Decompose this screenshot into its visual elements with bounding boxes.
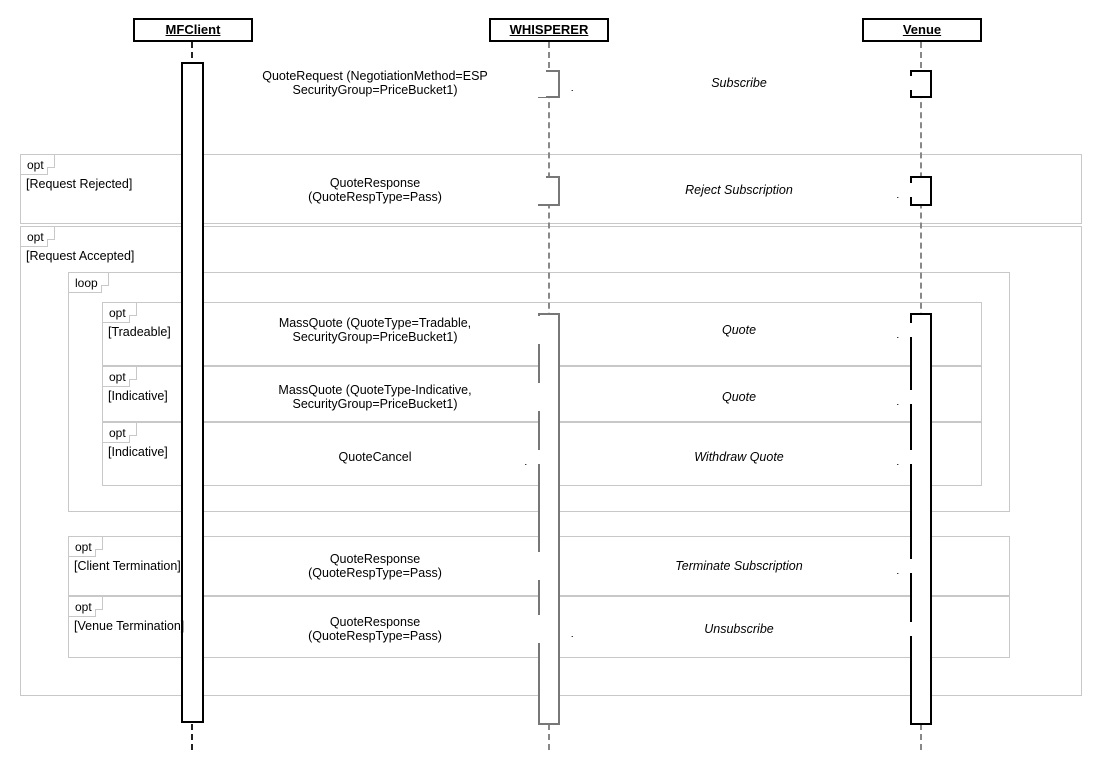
message-label-msg-subscribe: Subscribe	[560, 76, 918, 90]
message-label-msg-quotecancel: QuoteCancel	[204, 450, 546, 464]
message-label-msg-massquote-indicative: MassQuote (QuoteType-Indicative, Securit…	[204, 383, 546, 411]
fragment-guard-opt-indicative-quote: [Indicative]	[108, 389, 168, 403]
participant-label-whisperer: WHISPERER	[509, 22, 589, 37]
activation-bar-act-venue-loop	[910, 313, 932, 725]
fragment-guard-opt-venue-termination: [Venue Termination]	[74, 619, 185, 633]
participant-venue[interactable]: Venue	[862, 18, 982, 42]
activation-bar-act-mfclient-main	[181, 62, 204, 723]
fragment-operator-opt-indicative-cancel: opt	[103, 423, 137, 443]
activation-bar-act-whisperer-loop	[538, 313, 560, 725]
participant-label-venue: Venue	[902, 22, 942, 37]
fragment-operator-loop-quoting: loop	[69, 273, 109, 293]
fragment-operator-opt-indicative-quote: opt	[103, 367, 137, 387]
message-label-msg-quoterequest: QuoteRequest (NegotiationMethod=ESP Secu…	[204, 69, 546, 97]
message-label-msg-reject-subscription: Reject Subscription	[560, 183, 918, 197]
message-label-msg-quoteresponse-client-term: QuoteResponse (QuoteRespType=Pass)	[204, 552, 546, 580]
fragment-guard-opt-client-termination: [Client Termination]	[74, 559, 181, 573]
fragment-operator-opt-client-termination: opt	[69, 537, 103, 557]
message-label-msg-terminate-subscription: Terminate Subscription	[560, 559, 918, 573]
fragment-operator-opt-request-rejected: opt	[21, 155, 55, 175]
participant-mfclient[interactable]: MFClient	[133, 18, 253, 42]
message-label-msg-quoteresponse-reject: QuoteResponse (QuoteRespType=Pass)	[204, 176, 546, 204]
participant-whisperer[interactable]: WHISPERER	[489, 18, 609, 42]
fragment-opt-request-rejected	[20, 154, 1082, 224]
fragment-operator-opt-venue-termination: opt	[69, 597, 103, 617]
fragment-guard-opt-indicative-cancel: [Indicative]	[108, 445, 168, 459]
message-label-msg-unsubscribe: Unsubscribe	[560, 622, 918, 636]
message-label-msg-quoteresponse-venue-term: QuoteResponse (QuoteRespType=Pass)	[204, 615, 546, 643]
message-label-msg-withdraw-quote: Withdraw Quote	[560, 450, 918, 464]
message-label-msg-quote-indicative: Quote	[560, 390, 918, 404]
fragment-guard-opt-tradeable: [Tradeable]	[108, 325, 171, 339]
fragment-guard-opt-request-rejected: [Request Rejected]	[26, 177, 133, 191]
message-label-msg-massquote-tradable: MassQuote (QuoteType=Tradable, SecurityG…	[204, 316, 546, 344]
message-label-msg-quote-tradable: Quote	[560, 323, 918, 337]
participant-label-mfclient: MFClient	[165, 22, 221, 37]
fragment-operator-opt-tradeable: opt	[103, 303, 137, 323]
fragment-operator-opt-request-accepted: opt	[21, 227, 55, 247]
fragment-guard-opt-request-accepted: [Request Accepted]	[26, 249, 135, 263]
